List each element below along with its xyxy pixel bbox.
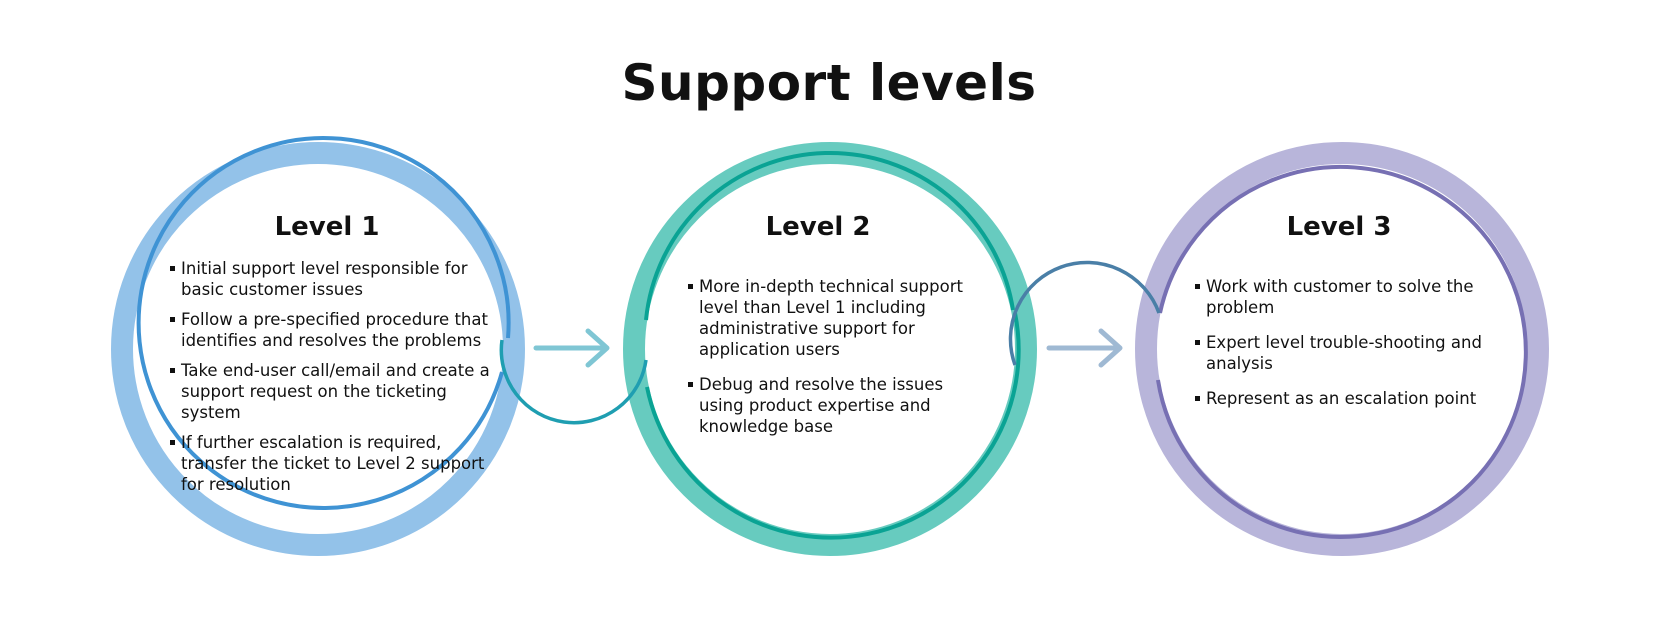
level-1-heading: Level 1 [274, 212, 380, 242]
level-1-inner-ring [136, 135, 511, 510]
arrow-icon-level1-to-level2 [533, 328, 610, 368]
level-2-bullets: More in-depth technical support level th… [688, 276, 988, 437]
connector-loop-2 [1008, 260, 1161, 366]
level-1-outer-ring [111, 142, 525, 556]
list-item: If further escalation is required, trans… [170, 432, 500, 495]
level-2-heading: Level 2 [765, 212, 871, 242]
level-1-panel: Level 1 Initial support level responsibl… [170, 212, 500, 504]
connector-loop-1 [499, 339, 648, 425]
arrow-icon-level2-to-level3 [1046, 328, 1123, 368]
list-item: Follow a pre-specified procedure that id… [170, 309, 500, 351]
list-item: Take end-user call/email and create a su… [170, 360, 500, 423]
level-2-inner-ring-left [644, 151, 1015, 321]
level-3-bullets: Work with customer to solve the problem … [1195, 276, 1505, 409]
level-3-heading: Level 3 [1286, 212, 1392, 242]
page-title: Support levels [621, 54, 1037, 112]
list-item: More in-depth technical support level th… [688, 276, 988, 360]
level-2-panel: Level 2 More in-depth technical support … [688, 212, 988, 451]
level-2-inner-ring-right [645, 312, 1021, 540]
list-item: Represent as an escalation point [1195, 388, 1505, 409]
list-item: Work with customer to solve the problem [1195, 276, 1505, 318]
list-item: Debug and resolve the issues using produ… [688, 374, 988, 437]
list-item: Expert level trouble-shooting and analys… [1195, 332, 1505, 374]
level-3-inner-ring [1156, 164, 1528, 539]
level-3-outer-ring [1135, 142, 1549, 556]
list-item: Initial support level responsible for ba… [170, 258, 500, 300]
level-1-bullets: Initial support level responsible for ba… [170, 258, 500, 495]
level-3-panel: Level 3 Work with customer to solve the … [1195, 212, 1505, 423]
